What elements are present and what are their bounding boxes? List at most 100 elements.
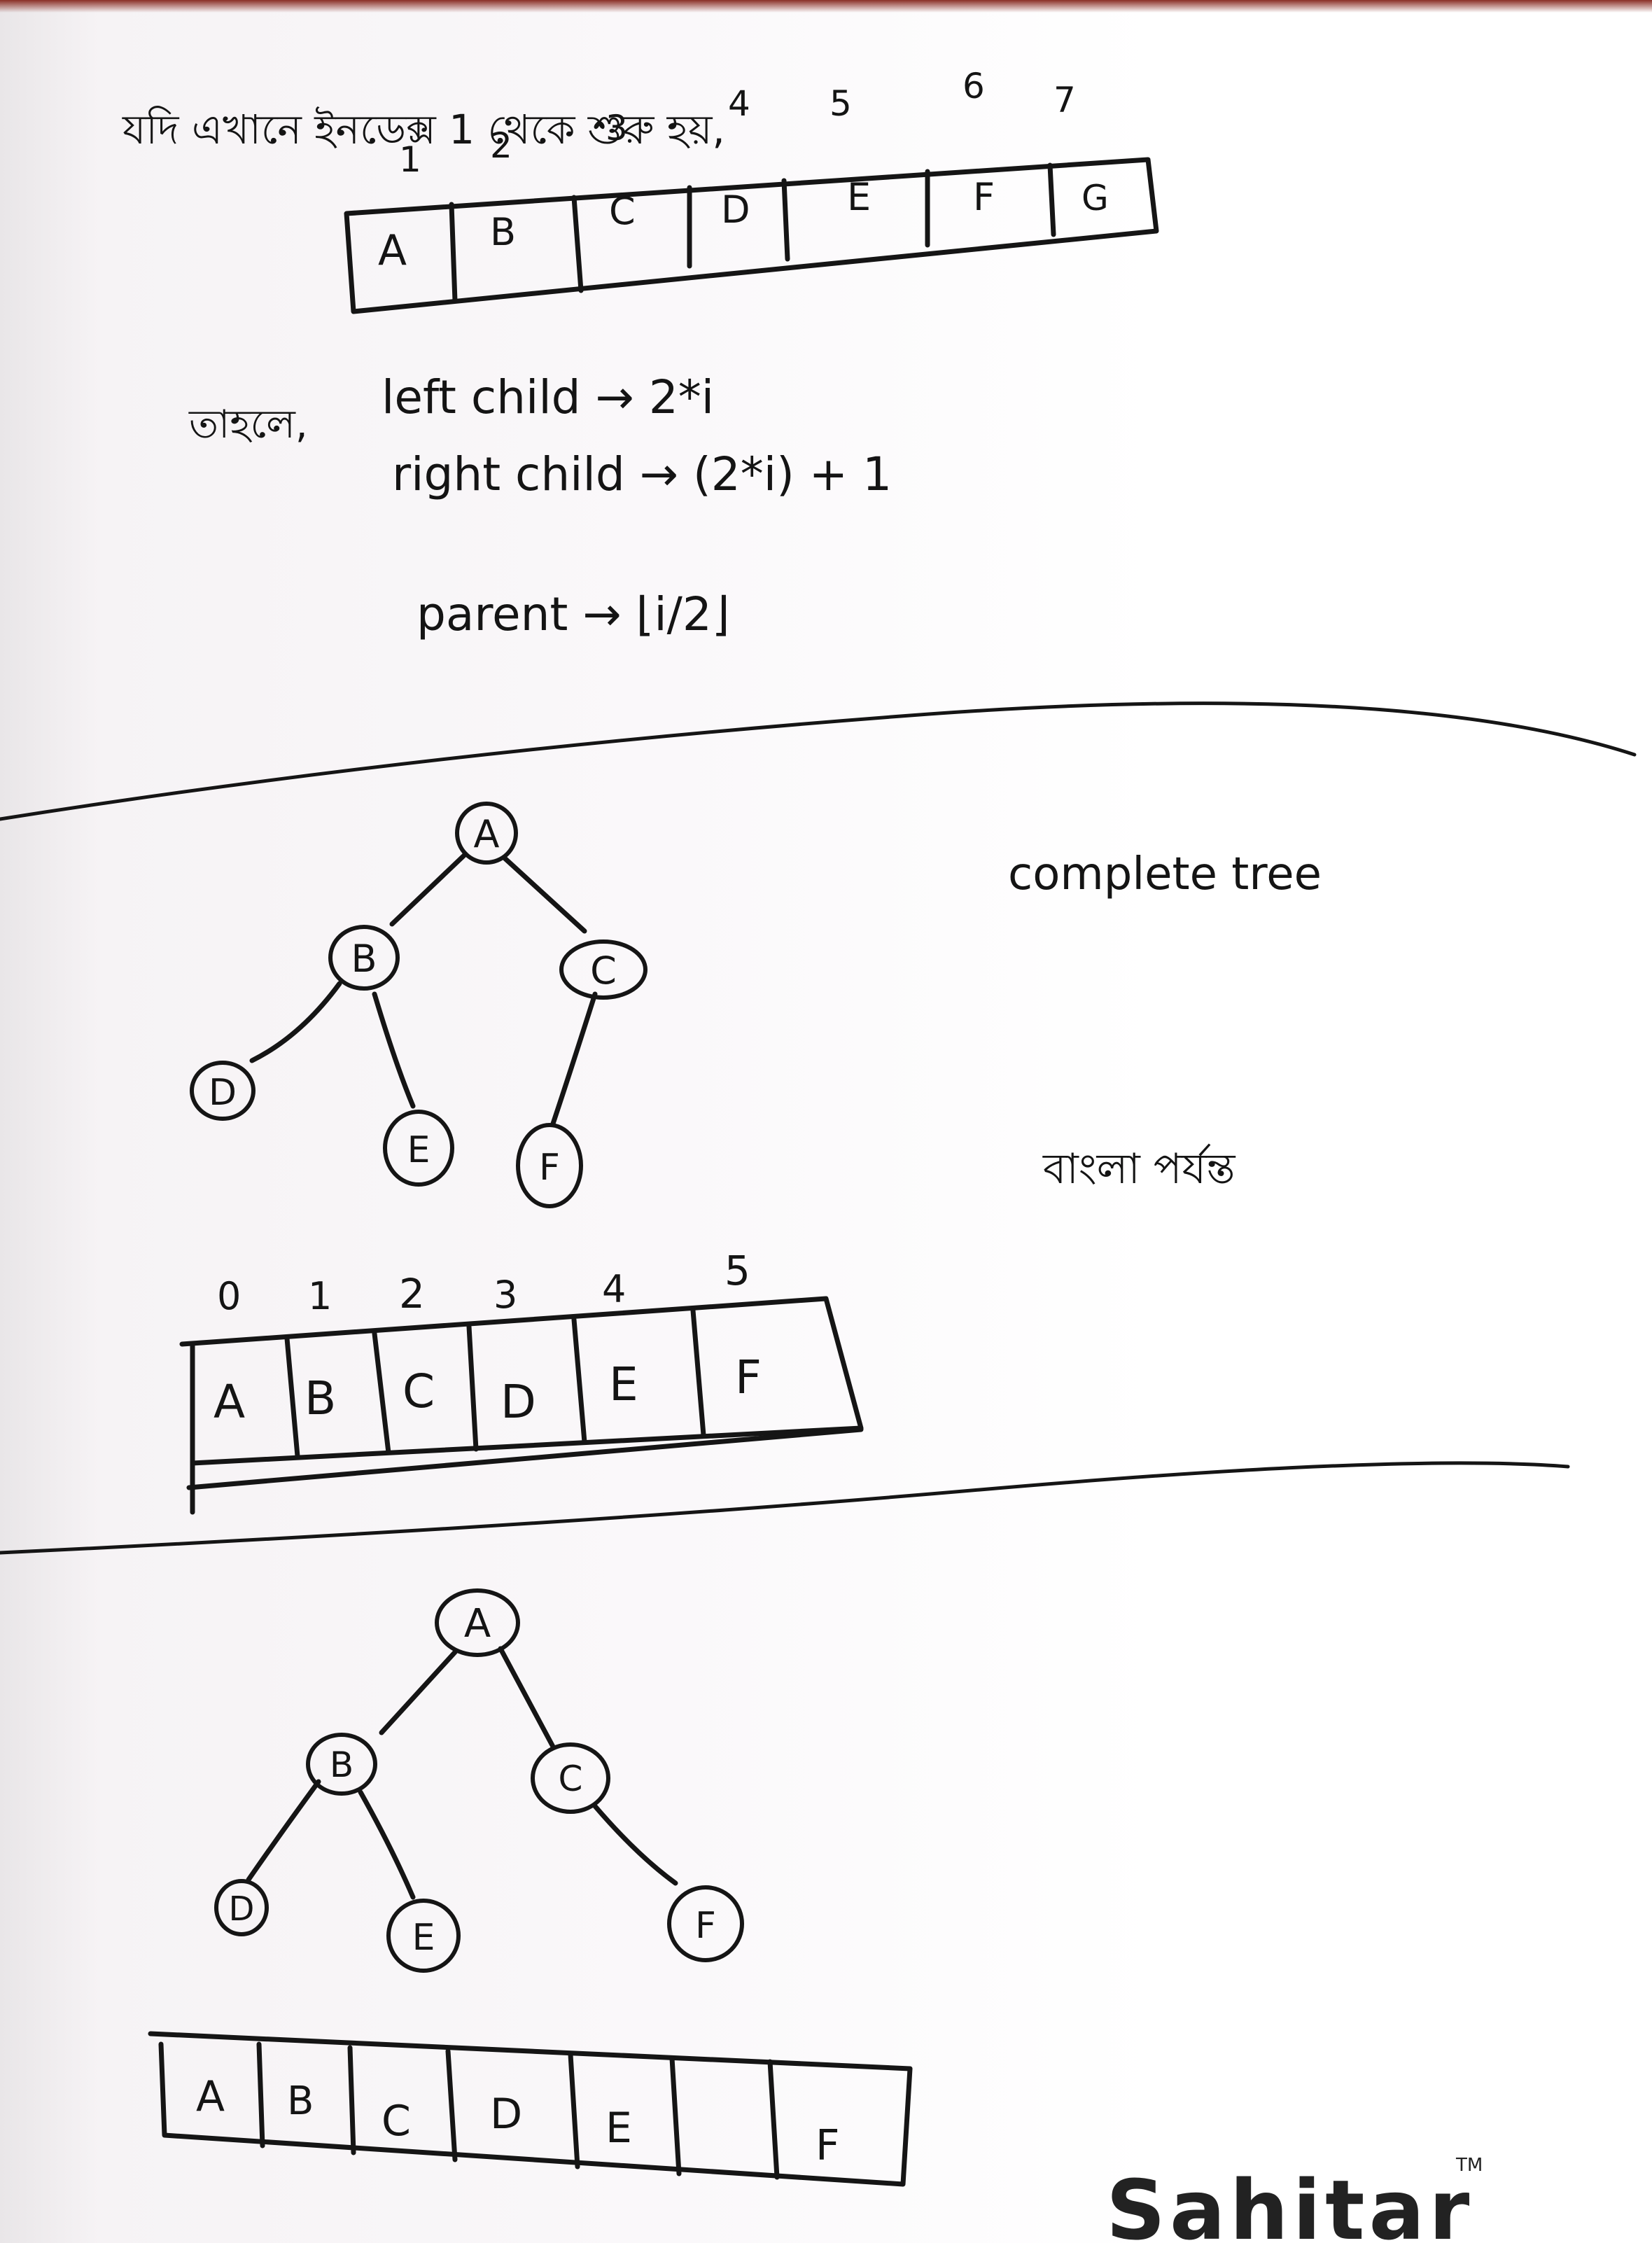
node-circle — [455, 802, 518, 865]
array-1-outline — [344, 157, 1159, 314]
array-3: A B C D E F — [148, 2031, 913, 2187]
node-label: C — [590, 949, 617, 993]
tree-edge — [358, 1789, 416, 1900]
array-cell: A — [196, 2072, 225, 2121]
node-circle — [559, 939, 648, 1000]
index-label: 4 — [602, 1267, 626, 1311]
index-label: 1 — [399, 139, 421, 180]
cell-divider — [690, 1308, 706, 1438]
array-cell: E — [606, 2104, 632, 2153]
array-cell: C — [402, 1364, 435, 1418]
formula-left-child: left child → 2*i — [382, 370, 714, 424]
page-top-edge — [0, 0, 1652, 13]
tree-node: F — [667, 1885, 744, 1962]
tree-edge — [498, 1646, 556, 1749]
array-cell: C — [382, 2097, 411, 2146]
node-circle — [516, 1123, 583, 1208]
node-label: A — [464, 1601, 491, 1647]
index-label: 7 — [1054, 80, 1076, 120]
array-cell: B — [287, 2078, 314, 2124]
array-cell: A — [378, 226, 407, 275]
array-cell: E — [609, 1357, 638, 1411]
tree-node: B — [306, 1733, 377, 1796]
notebook-brand-logo: Sahitar — [1106, 2162, 1474, 2243]
node-label: F — [695, 1905, 716, 1947]
array-cell: B — [304, 1371, 336, 1425]
tree-node: A — [455, 802, 518, 865]
array-cell: F — [973, 175, 995, 219]
array-1-index-labels: 1 2 3 4 5 6 7 — [399, 66, 1076, 180]
index-label: 2 — [399, 1270, 425, 1318]
tree-node: D — [214, 1879, 269, 1936]
node-label: E — [412, 1917, 435, 1959]
array-cell: C — [609, 189, 636, 233]
cell-divider — [372, 1331, 391, 1455]
array-cell: E — [847, 175, 871, 219]
array-cell: F — [735, 1350, 762, 1404]
node-label: C — [559, 1759, 583, 1799]
tree-node: C — [531, 1742, 610, 1814]
node-circle — [214, 1879, 269, 1936]
formula-right-child: right child → (2*i) + 1 — [392, 447, 892, 501]
formula-block: তাহলে, left child → 2*i right child → (2… — [188, 370, 892, 641]
array-3-topline — [148, 2031, 913, 2071]
node-circle — [328, 925, 400, 991]
tree-edge — [389, 851, 468, 927]
cell-divider — [669, 2055, 682, 2176]
array-cell: B — [490, 210, 516, 254]
node-label: B — [351, 937, 377, 981]
tree-edge — [550, 991, 598, 1126]
index-label: 5 — [724, 1247, 750, 1294]
note-bangla: বাংলা পর্যন্ত — [1042, 1144, 1236, 1194]
index-label: 3 — [606, 108, 628, 148]
array-2-underline — [186, 1427, 864, 1490]
node-circle — [383, 1110, 454, 1187]
cell-divider — [347, 2045, 356, 2155]
node-label: F — [539, 1147, 560, 1189]
array-cell: D — [490, 2090, 522, 2139]
tree-node: F — [516, 1123, 583, 1208]
cell-divider — [445, 2048, 458, 2162]
tree-node: C — [559, 939, 648, 1000]
array-cell: F — [816, 2121, 840, 2170]
tree-node: B — [328, 925, 400, 991]
tree-edge — [501, 855, 587, 934]
node-circle — [667, 1885, 744, 1962]
node-label: E — [407, 1129, 430, 1171]
index-label: 0 — [217, 1274, 241, 1318]
tree-2: A B C D E F — [214, 1588, 744, 1973]
cell-divider — [256, 2041, 265, 2148]
array-cell: D — [500, 1375, 536, 1429]
node-circle — [435, 1588, 520, 1657]
tree-edge — [249, 981, 342, 1063]
array-cell: G — [1082, 178, 1109, 218]
tree-edge — [379, 1649, 458, 1735]
tree-node: E — [383, 1110, 454, 1187]
node-label: B — [330, 1745, 354, 1785]
index-label: 6 — [962, 66, 985, 106]
cell-divider — [284, 1336, 300, 1459]
node-circle — [306, 1733, 377, 1796]
tree-edge — [372, 991, 416, 1109]
array-2-outline — [179, 1296, 864, 1466]
tree-node: E — [386, 1899, 461, 1973]
section-divider — [0, 1461, 1570, 1555]
tree-1: A B C D E F — [190, 802, 648, 1208]
array-cell: D — [721, 188, 750, 232]
index-label: 3 — [493, 1273, 517, 1317]
cell-divider — [571, 1317, 587, 1445]
cell-divider — [767, 2059, 780, 2180]
tree-node: A — [435, 1588, 520, 1657]
index-label: 4 — [728, 83, 750, 124]
cell-divider — [466, 1324, 479, 1452]
node-circle — [386, 1899, 461, 1973]
array-2: A B C D E F — [179, 1296, 864, 1515]
node-label: D — [229, 1889, 255, 1929]
cell-divider — [571, 195, 584, 293]
note-complete-tree: complete tree — [1008, 848, 1322, 900]
trademark-mark: TM — [1456, 2155, 1483, 2176]
array-1: A B C D E F G — [344, 157, 1159, 314]
cell-divider — [568, 2052, 580, 2169]
